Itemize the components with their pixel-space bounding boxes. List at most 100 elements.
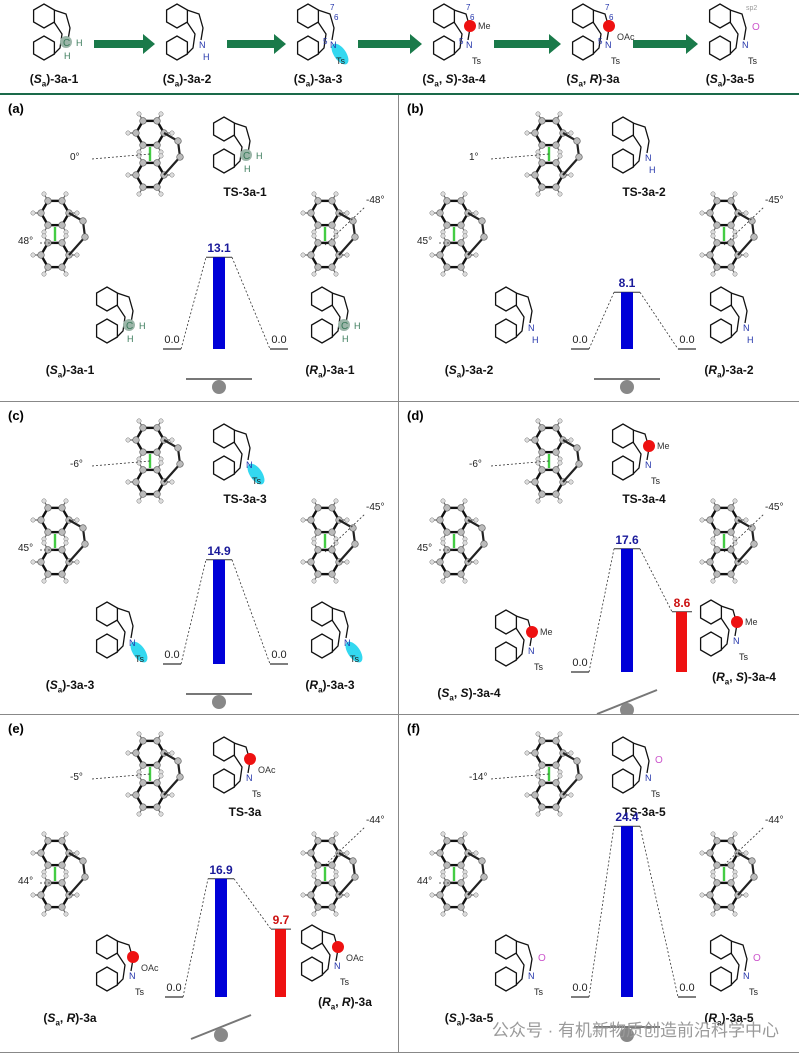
- label-part: )-3a: [350, 995, 372, 1009]
- atom-label: OAc: [617, 32, 635, 42]
- atom-label: H: [256, 151, 263, 161]
- stereocenter-marker: [731, 616, 743, 628]
- label-part: )-3a-2: [179, 72, 212, 86]
- ts-2d-structure: NTs: [212, 423, 265, 486]
- atom-label: O: [655, 755, 663, 766]
- reactant-dihedral-angle: 45°: [417, 236, 433, 247]
- label-part: S: [735, 670, 744, 684]
- atom-label: Ts: [472, 56, 482, 66]
- balance-icon: [186, 378, 252, 394]
- atom-label: 5: [598, 37, 603, 46]
- label-part: TS-3a-2: [622, 185, 666, 199]
- atom-label: C: [126, 321, 133, 332]
- product-dihedral-angle: -44°: [366, 815, 385, 826]
- ts-energy-value: 17.6: [615, 532, 639, 547]
- reaction-arrow-icon: [633, 34, 698, 54]
- atom-label: Ts: [252, 789, 262, 799]
- label-part: R: [589, 72, 599, 86]
- reactant-label: (Sa)-3a-1: [46, 363, 94, 379]
- label-part: S: [166, 72, 175, 86]
- atom-label: N: [199, 40, 206, 50]
- atom-label: Ts: [350, 654, 360, 664]
- carbon-marker: [338, 319, 350, 331]
- ts-label: TS-3a: [229, 805, 262, 819]
- product-label: (Ra, R)-3a: [318, 995, 372, 1011]
- label-part: a: [305, 79, 311, 89]
- label-part: S: [709, 72, 718, 86]
- label-part: (: [437, 686, 442, 700]
- reactant-3d-structure: [429, 831, 488, 917]
- stereocenter-marker: [127, 951, 139, 963]
- label-part: a: [456, 370, 462, 380]
- ts-dihedral-angle: -6°: [70, 459, 83, 470]
- panel-label: (a): [8, 101, 24, 116]
- label-part: (: [45, 678, 50, 692]
- label-part: a: [434, 79, 439, 89]
- label-part: (: [705, 72, 710, 86]
- atom-label: O: [753, 953, 761, 964]
- panel-label: (d): [407, 408, 424, 423]
- compound-label: (Sa, R)-3a: [566, 72, 619, 88]
- reaction-arrow-icon: [494, 34, 561, 54]
- atom-label: sp2: [746, 5, 757, 12]
- ts-energy-bar: [215, 878, 227, 997]
- label-part: ,: [582, 72, 590, 86]
- label-part: (: [444, 363, 449, 377]
- ts-highlight: [130, 641, 148, 663]
- label-part: )-3a-4: [743, 670, 776, 684]
- label-part: a: [717, 370, 722, 380]
- label-part: )-3a: [75, 1011, 97, 1025]
- product-energy: 0.0: [679, 334, 695, 346]
- product-energy: 0.0: [679, 982, 695, 994]
- panel-label: (f): [407, 721, 420, 736]
- ts-highlight: [331, 43, 349, 65]
- carbon-marker: [123, 319, 135, 331]
- label-part: a: [449, 693, 454, 703]
- label-part: S: [47, 1011, 56, 1025]
- ts-3d-structure: [524, 111, 583, 197]
- atom-label: H: [127, 334, 134, 344]
- compound-label: (Sa, S)-3a-4: [422, 72, 485, 88]
- atom-label: H: [139, 321, 146, 331]
- label-part: TS-3a-4: [622, 492, 666, 506]
- label-part: (: [444, 1011, 449, 1025]
- atom-label: N: [129, 638, 136, 648]
- atom-label: 7: [330, 3, 335, 12]
- compound-label: (Sa)-3a-1: [30, 72, 78, 88]
- atom-label: Ts: [749, 987, 759, 997]
- reactant-energy: 0.0: [166, 982, 182, 994]
- label-part: S: [297, 72, 306, 86]
- reactant-label: (Sa)-3a-5: [445, 1011, 493, 1027]
- label-part: TS-3a: [228, 805, 262, 819]
- ts-dihedral-angle: 1°: [469, 152, 479, 163]
- atom-label: N: [344, 638, 351, 648]
- label-part: (: [43, 1011, 48, 1025]
- ts-label: TS-3a-5: [622, 805, 665, 819]
- label-part: ,: [335, 995, 342, 1009]
- stereocenter-marker: [332, 941, 344, 953]
- atom-label: O: [752, 22, 760, 33]
- reactant-label: (Sa, R)-3a: [43, 1011, 96, 1027]
- product-2d-structure: N Ts: [310, 601, 363, 664]
- atom-label: N: [645, 153, 652, 163]
- atom-label: C: [341, 321, 348, 332]
- label-part: (: [45, 363, 50, 377]
- label-part: )-3a-3: [62, 678, 95, 692]
- label-part: a: [717, 79, 723, 89]
- label-part: S: [426, 72, 435, 86]
- atom-label: H: [354, 321, 361, 331]
- atom-label: Ts: [534, 987, 544, 997]
- ts-label: TS-3a-4: [622, 492, 665, 506]
- balance-icon: [190, 1014, 252, 1042]
